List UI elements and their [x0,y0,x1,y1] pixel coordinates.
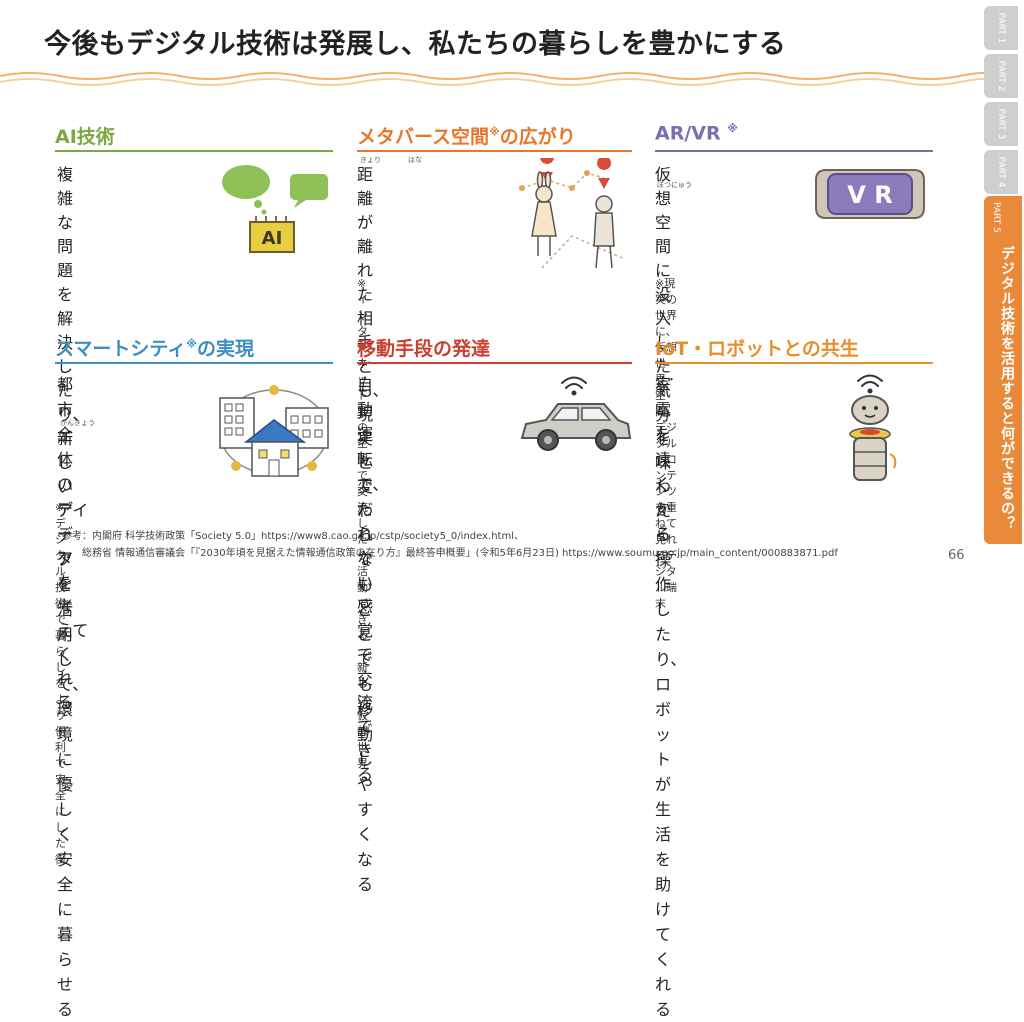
avatars-meeting-icon [519,158,623,269]
section-heading: AI技術 [55,126,115,148]
heading-underline [655,150,933,152]
heading-underline [357,150,632,152]
heading-underline [357,362,632,364]
sidebar-tab-part-2[interactable]: PART 2 [984,54,1018,98]
page-title: 今後もデジタル技術は発展し、私たちの暮らしを豊かにする [44,29,787,60]
part-sidebar: PART 1 PART 2 PART 3 PART 4 PART 5 デジタル技… [984,0,1024,576]
sidebar-tab-part-4[interactable]: PART 4 [984,150,1018,194]
section-body: 自動運転で、 だれでもどこでも 移動しやすくなる [357,375,389,894]
furigana: はな [408,156,422,164]
furigana: きょり [360,156,381,164]
vr-label: V R [847,181,892,209]
heading-underline [55,362,333,364]
section-heading: AR/VR ※ [655,122,738,145]
sidebar-tab-part-1[interactable]: PART 1 [984,6,1018,50]
vr-headset-icon: V R [815,169,925,219]
section-body: 家電を遠くから 操作したり、 ロボットが生活を 助けてくれる [655,375,687,1019]
section-heading: スマートシティ※の実現 [55,337,255,360]
sidebar-tab-part-5-active[interactable]: PART 5 デジタル技術を活用すると何ができるの？ [984,196,1022,544]
self-driving-car-icon [520,376,632,451]
section-body: 仮想空間に 没入した気分を 味わえる [655,165,672,544]
sidebar-tab-part-3[interactable]: PART 3 [984,102,1018,146]
section-heading: 移動手段の発達 [357,338,491,360]
section-heading: IoT・ロボットとの共生 [655,338,859,360]
smart-city-buildings-icon [219,385,329,477]
heading-underline [55,150,333,152]
robot-icon [849,374,897,481]
furigana: ぼつにゅう [657,181,692,189]
references: 参考：内閣府 科学技術政策「Society 5.0」https://www8.c… [62,531,838,559]
heading-underline [655,362,933,364]
ai-chip-label: AI [262,228,283,249]
page-number: 66 [948,548,965,563]
title-wave-decoration [0,72,990,86]
active-part-title: デジタル技術を活用すると何ができるの？ [999,246,1015,531]
ai-chip-icon: AI [222,165,328,253]
section-heading: メタバース空間※の広がり [357,125,576,148]
active-part-label: PART 5 [991,202,1001,233]
furigana: かんきょう [60,419,95,427]
